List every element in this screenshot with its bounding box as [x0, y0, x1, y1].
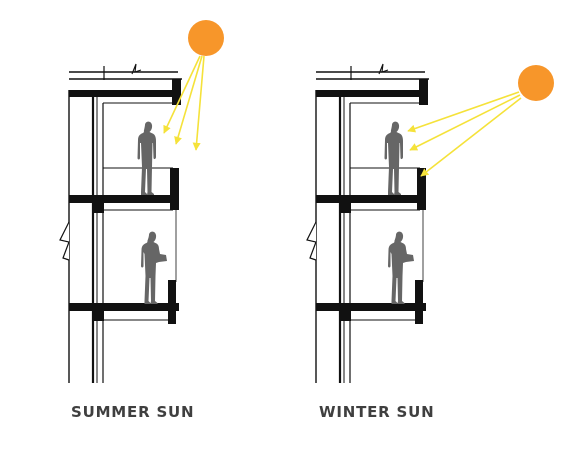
lower-slab — [69, 303, 179, 311]
slab-node — [340, 202, 351, 213]
sun-ray-arrow — [163, 55, 201, 134]
balcony-parapet — [415, 280, 423, 324]
break-mark — [378, 63, 389, 75]
sun-ray-arrow — [174, 55, 203, 145]
winter-panel-section — [306, 63, 429, 383]
winter-sun-caption: WINTER SUN — [319, 403, 435, 421]
sun-ray-arrow — [192, 55, 205, 151]
wall-break-mark — [59, 221, 70, 261]
overhang-upper — [172, 79, 181, 105]
balcony-parapet — [168, 280, 176, 324]
person-silhouette-icon — [137, 121, 156, 195]
top-slab — [316, 90, 426, 97]
wall-break-mark — [306, 221, 317, 261]
summer-panel-section — [59, 63, 182, 383]
lower-slab — [316, 303, 426, 311]
middle-slab — [316, 195, 426, 203]
sun-ray-arrow — [420, 97, 522, 177]
top-slab — [69, 90, 179, 97]
overhang-middle — [170, 168, 179, 210]
summer-sun-caption: SUMMER SUN — [71, 403, 195, 421]
overhang-middle — [417, 168, 426, 210]
break-mark — [131, 63, 142, 75]
slab-node — [340, 310, 351, 321]
slab-node — [93, 310, 104, 321]
sun-ray-arrow — [409, 94, 521, 151]
sun-icon — [518, 65, 554, 101]
slab-node — [93, 202, 104, 213]
person-reading-icon — [388, 231, 414, 304]
middle-slab — [69, 195, 179, 203]
person-silhouette-icon — [384, 121, 403, 195]
sun-ray-arrow — [407, 91, 520, 133]
sun-icon — [188, 20, 224, 56]
overhang-upper — [419, 79, 428, 105]
person-reading-icon — [141, 231, 167, 304]
